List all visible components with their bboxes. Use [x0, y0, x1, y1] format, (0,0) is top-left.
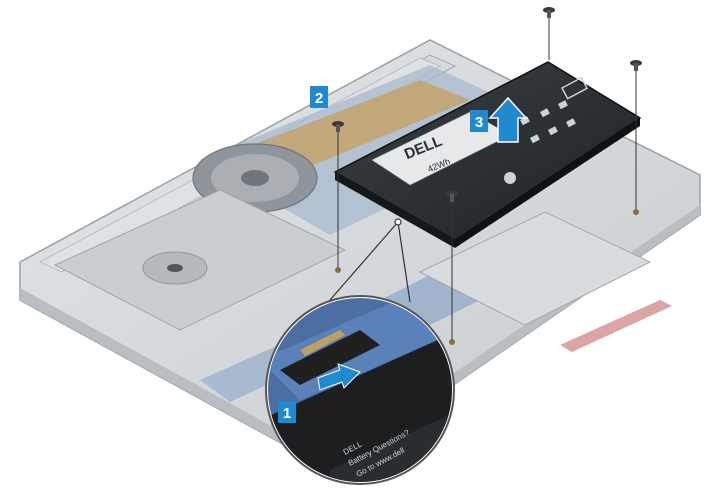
screw-2	[543, 7, 555, 18]
callout-number-3: 3	[475, 114, 483, 131]
screw-3	[630, 60, 642, 71]
speaker	[560, 300, 672, 352]
callout-badge-1: 1	[278, 401, 296, 423]
callout-badge-2: 2	[310, 86, 328, 108]
callout-badge-3: 3	[470, 110, 488, 132]
callout-number-1: 1	[283, 405, 291, 422]
callout-number-2: 2	[315, 90, 323, 107]
